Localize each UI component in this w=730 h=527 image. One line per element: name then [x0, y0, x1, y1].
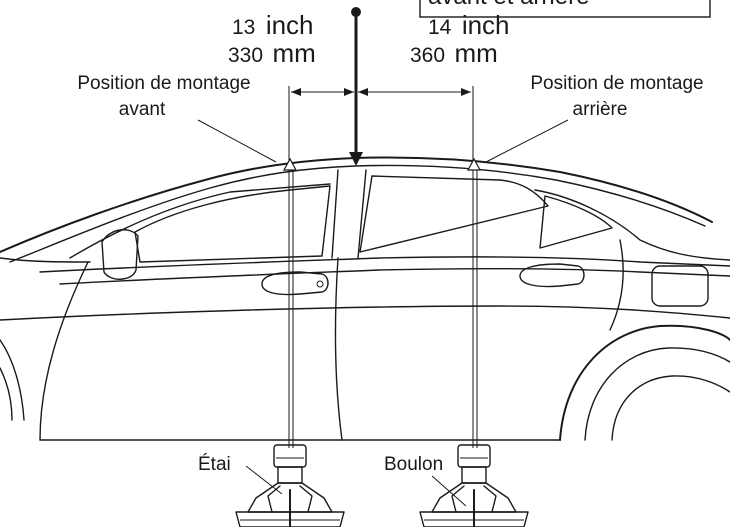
car-rear-tire-inner: [611, 375, 730, 441]
rear-position-label: Position de montage arrière: [485, 73, 704, 163]
car-hood: [0, 257, 91, 263]
front-foot-assembly: [235, 444, 345, 527]
reference-lines: [288, 86, 478, 448]
front-foot-base: [235, 511, 345, 527]
dimension-arrows: [291, 88, 471, 96]
rear-foot-neck: [461, 466, 487, 484]
car-character-line: [0, 305, 730, 321]
car-rear-door-handle: [519, 263, 585, 288]
rear-mount-marker-icon: [466, 157, 482, 171]
rear-dimension-label: 14 inch 360 mm: [410, 10, 510, 68]
front-mount-marker-icon: [282, 157, 298, 171]
rear-dimension-arrow-right: [461, 88, 471, 96]
rear-position-line2: arrière: [573, 99, 628, 120]
front-inch-unit: inch: [266, 10, 314, 40]
bolt-label-text: Boulon: [384, 454, 443, 475]
car-belt-line-lower: [59, 267, 730, 285]
front-position-leader: [197, 119, 277, 163]
front-dimension-inch: 13 inch: [232, 10, 314, 40]
rear-dimension-arrow-left: [358, 88, 368, 96]
car-roof-rail: [9, 164, 706, 263]
car-rear-door-edge: [609, 239, 624, 331]
car-outline: [0, 156, 730, 441]
rear-foot-assembly: [419, 444, 529, 527]
top-callout: avant et arrière: [419, 0, 711, 18]
stay-label: Étai: [198, 454, 283, 495]
top-callout-box: [419, 0, 711, 18]
rear-foot-top-cap: [457, 444, 491, 468]
rear-dimension-mm: 360 mm: [410, 38, 498, 68]
stay-label-text: Étai: [198, 454, 231, 475]
front-foot-top-cap: [273, 444, 307, 468]
front-inch-value: 13: [232, 16, 255, 39]
rear-mm-value: 360: [410, 44, 445, 67]
top-callout-text: avant et arrière: [428, 0, 589, 10]
mount-markers: [282, 157, 482, 171]
car-belt-line: [39, 256, 730, 273]
car-side-mirror: [101, 229, 139, 280]
front-foot-neck: [277, 466, 303, 484]
car-rear-wheel-arch: [559, 324, 730, 441]
car-front-door-handle: [261, 271, 329, 296]
front-mm-unit: mm: [273, 38, 316, 68]
car-door-gap: [334, 257, 343, 441]
car-front-window-frame: [134, 185, 331, 263]
car-b-pillar-left: [331, 169, 339, 259]
rear-dimension-inch: 14 inch: [428, 10, 510, 40]
bolt-label: Boulon: [384, 454, 467, 507]
rear-inch-value: 14: [428, 16, 452, 39]
rear-mm-unit: mm: [455, 38, 498, 68]
center-pointer: [349, 7, 363, 166]
front-foot-inner-right: [299, 485, 313, 513]
center-pointer-arrowhead: [349, 152, 363, 166]
front-position-line1: Position de montage: [77, 73, 250, 94]
car-rear-tire-outer: [584, 347, 730, 441]
rear-foot-inner-left: [451, 485, 465, 513]
stay-leader: [245, 465, 283, 495]
front-dimension-arrow-left: [291, 88, 301, 96]
front-position-label: Position de montage avant: [77, 73, 277, 163]
front-mm-value: 330: [228, 44, 263, 67]
car-front-door-edge: [39, 261, 89, 441]
car-rear-window-frame: [359, 175, 549, 253]
car-a-pillar: [69, 183, 331, 259]
car-front-arch-1: [0, 339, 25, 421]
bolt-leader: [431, 475, 467, 507]
car-b-pillar-right: [357, 169, 367, 259]
front-position-line2: avant: [119, 99, 166, 120]
car-c-pillar: [534, 189, 730, 261]
front-foot-inner-left: [267, 485, 281, 513]
front-dimension-arrow-right: [344, 88, 354, 96]
car-keyhole: [316, 280, 324, 288]
rear-foot-inner-right: [483, 485, 497, 513]
rear-inch-unit: inch: [462, 10, 510, 40]
front-dimension-label: 13 inch 330 mm: [228, 10, 316, 68]
front-dimension-mm: 330 mm: [228, 38, 316, 68]
rear-position-leader: [485, 119, 569, 163]
rear-position-line1: Position de montage: [530, 73, 703, 94]
rear-foot-base: [419, 511, 529, 527]
car-fuel-door: [651, 265, 709, 307]
car-front-arch-2: [0, 367, 13, 421]
car-quarter-glass: [539, 195, 613, 249]
